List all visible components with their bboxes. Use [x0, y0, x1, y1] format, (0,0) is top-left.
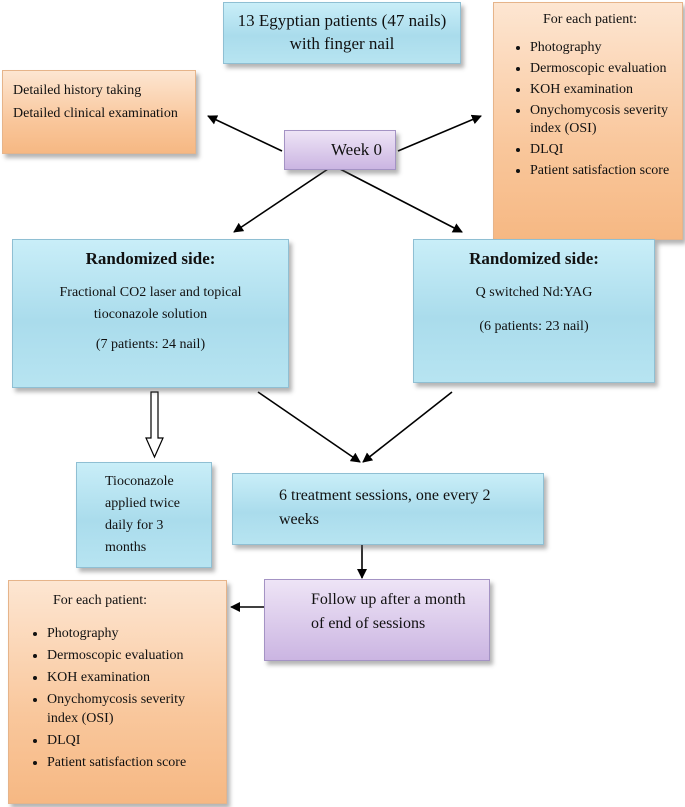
list-item: Onychomycosis severity index (OSI)	[530, 102, 676, 138]
list-item: Dermoscopic evaluation	[47, 646, 218, 665]
followup-text: Follow up after a month of end of sessio…	[311, 591, 466, 632]
baseline-assessment-box: For each patient: Photography Dermoscopi…	[493, 2, 683, 240]
study-population-text: 13 Egyptian patients (47 nails) with fin…	[237, 11, 447, 53]
arrow-left-arm-to-sessions	[257, 391, 361, 463]
left-arm-treatment: Fractional CO2 laser and topical tiocona…	[59, 285, 242, 322]
history-line-1: Detailed history taking	[13, 83, 142, 98]
arrow-week0-to-baseline	[397, 114, 482, 152]
final-list: Photography Dermoscopic evaluation KOH e…	[23, 624, 218, 772]
arrow-right-arm-to-sessions	[362, 391, 453, 463]
sessions-text: 6 treatment sessions, one every 2 weeks	[279, 487, 491, 528]
list-item: Patient satisfaction score	[530, 162, 676, 180]
list-item: DLQI	[530, 141, 676, 159]
final-assessment-box: For each patient: Photography Dermoscopi…	[8, 580, 227, 804]
list-item: KOH examination	[47, 668, 218, 687]
list-item: KOH examination	[530, 81, 676, 99]
tioconazole-text: Tioconazole applied twice daily for 3 mo…	[105, 474, 181, 555]
list-item: Photography	[530, 39, 676, 57]
history-line-2: Detailed clinical examination	[13, 106, 178, 121]
right-arm-treatment: Q switched Nd:YAG	[475, 285, 593, 300]
baseline-title: For each patient:	[542, 12, 638, 27]
tioconazole-box: Tioconazole applied twice daily for 3 mo…	[76, 462, 212, 568]
final-title: For each patient:	[53, 593, 148, 608]
arrow-week0-to-right-arm	[339, 168, 463, 233]
history-box: Detailed history taking Detailed clinica…	[2, 70, 196, 154]
list-item: DLQI	[47, 731, 218, 750]
right-arm-count: (6 patients: 23 nail)	[479, 319, 589, 334]
left-arm-box: Randomized side: Fractional CO2 laser an…	[12, 239, 289, 388]
list-item: Onychomycosis severity index (OSI)	[47, 690, 218, 728]
baseline-list: Photography Dermoscopic evaluation KOH e…	[504, 39, 676, 180]
arrow-week0-to-left-arm	[233, 168, 329, 233]
week0-label: Week 0	[331, 140, 383, 159]
right-arm-title: Randomized side:	[469, 249, 599, 268]
list-item: Patient satisfaction score	[47, 753, 218, 772]
list-item: Dermoscopic evaluation	[530, 60, 676, 78]
arrow-week0-to-history	[207, 115, 283, 152]
hollow-arrow-left-arm-to-tioconazole	[145, 391, 164, 459]
study-population-box: 13 Egyptian patients (47 nails) with fin…	[223, 2, 461, 64]
right-arm-box: Randomized side: Q switched Nd:YAG (6 pa…	[413, 239, 655, 383]
left-arm-count: (7 patients: 24 nail)	[95, 337, 206, 352]
followup-box: Follow up after a month of end of sessio…	[264, 579, 490, 661]
left-arm-title: Randomized side:	[85, 249, 216, 268]
list-item: Photography	[47, 624, 218, 643]
week0-box: Week 0	[284, 130, 396, 170]
sessions-box: 6 treatment sessions, one every 2 weeks	[232, 473, 544, 545]
